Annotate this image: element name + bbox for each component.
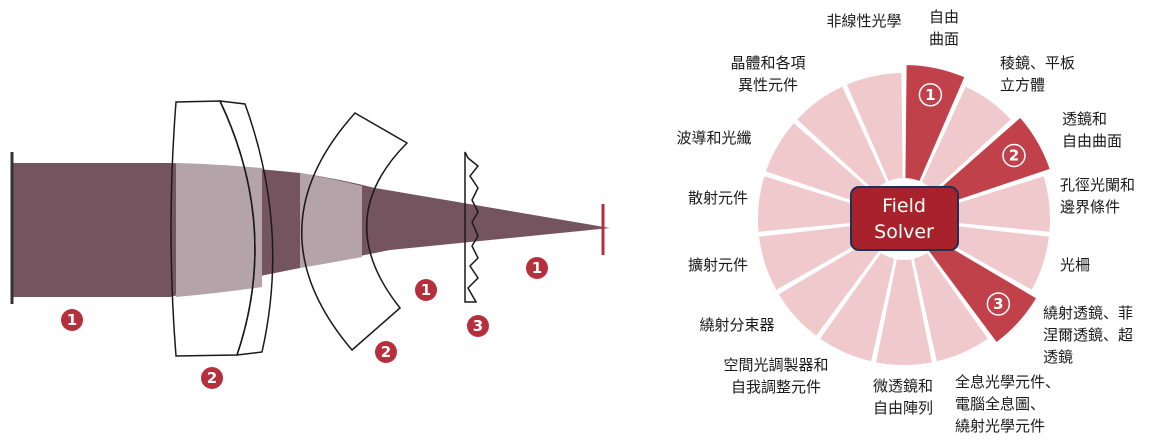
badge-number: 1 <box>532 259 542 277</box>
wheel-segment <box>911 250 991 364</box>
wheel-label-line: 散射元件 <box>688 189 748 207</box>
wheel-label: 自由曲面 <box>929 8 959 48</box>
badge-circle <box>526 257 548 279</box>
badge-number: 1 <box>421 281 431 299</box>
wheel-label-line: 波導和光纖 <box>676 129 751 147</box>
number-badge: 2 <box>375 341 397 363</box>
wheel-label-line: 自我調整元件 <box>731 378 821 396</box>
wheel-label-line: 自由 <box>929 8 959 26</box>
wheel-label-line: 晶體和各項 <box>730 54 805 72</box>
wheel-label: 光柵 <box>1060 256 1090 274</box>
wheel-label: 非線性光學 <box>826 12 901 30</box>
segment-number-badge: 1 <box>918 83 943 107</box>
wheel-label-line: 孔徑光闌和 <box>1060 176 1135 194</box>
light-beam-inside-meniscus <box>300 173 362 268</box>
wheel-label-line: 自由陣列 <box>873 399 933 417</box>
wheel-label-line: 繞射光學元件 <box>955 417 1045 435</box>
wheel-label-line: 全息光學元件、 <box>955 373 1060 391</box>
wheel-label-line: 透鏡和 <box>1062 110 1107 128</box>
wheel-segment <box>873 257 935 367</box>
badge-circle <box>918 83 943 107</box>
number-badge: 1 <box>526 257 548 279</box>
center-box <box>850 186 959 251</box>
wheel-label: 散射元件 <box>688 189 748 207</box>
wheel-label-line: 透鏡 <box>1043 348 1073 366</box>
meniscus-lens <box>301 112 409 352</box>
wheel-labels: 自由曲面稜鏡、平板立方體透鏡和自由曲面孔徑光闌和邊界條件光柵繞射透鏡、菲涅爾透鏡… <box>676 8 1135 435</box>
wheel-segment <box>919 84 1014 194</box>
badge-circle <box>415 279 437 301</box>
badge-circle <box>375 341 397 363</box>
badge-number: 2 <box>1009 147 1019 165</box>
badge-number: 3 <box>993 295 1003 313</box>
wheel-label-line: 非線性光學 <box>826 12 901 30</box>
wheel-label-line: 涅爾透鏡、超 <box>1043 326 1133 344</box>
wheel-label-line: 繞射分束器 <box>699 316 774 334</box>
field-solver-wheel: 1 2 3 <box>756 62 1053 367</box>
badge-circle <box>201 367 223 389</box>
badge-circle <box>1002 143 1026 168</box>
wheel-label-line: 微透鏡和 <box>873 377 933 395</box>
wheel-label-line: 空間光調製器和 <box>723 356 828 374</box>
wheel-label: 波導和光纖 <box>676 129 751 147</box>
diffractive-element <box>464 151 480 303</box>
badge-circle <box>467 315 489 337</box>
wheel-label-line: 異性元件 <box>738 76 798 94</box>
wheel-segment <box>817 250 897 364</box>
number-badge: 1 <box>415 279 437 301</box>
segment-number-badge: 2 <box>1002 143 1026 168</box>
wheel-label: 繞射分束器 <box>699 316 774 334</box>
wheel-label-line: 光柵 <box>1060 256 1090 274</box>
wheel-label-line: 曲面 <box>929 30 959 48</box>
doublet-lens-second-element <box>218 100 274 356</box>
wheel-label-line: 自由曲面 <box>1062 132 1122 150</box>
wheel-label: 全息光學元件、電腦全息圖、繞射光學元件 <box>955 373 1060 435</box>
field-solver-center: Field Solver <box>850 186 959 251</box>
badge-circle <box>61 309 83 331</box>
number-badge: 1 <box>61 309 83 331</box>
wheel-label-line: 立方體 <box>1000 76 1045 94</box>
center-label-line1: Field <box>882 195 926 217</box>
badge-number: 2 <box>207 369 217 387</box>
center-label-line2: Solver <box>874 221 934 243</box>
wheel-label-line: 稜鏡、平板 <box>1000 54 1075 72</box>
wheel-label-line: 擴射元件 <box>688 256 748 274</box>
badge-number: 3 <box>473 317 483 335</box>
number-badge: 2 <box>201 367 223 389</box>
badge-number: 1 <box>925 86 935 104</box>
wheel-label-line: 邊界條件 <box>1060 198 1120 216</box>
badge-number: 2 <box>381 343 391 361</box>
optics-badges: 1 2 2 1 3 1 <box>61 257 548 389</box>
wheel-label-line: 繞射透鏡、菲 <box>1043 304 1133 322</box>
optical-system: 1 2 2 1 3 1 <box>10 100 610 389</box>
badge-circle <box>986 292 1011 316</box>
wheel-label-line: 電腦全息圖、 <box>955 395 1045 413</box>
segment-number-badge: 3 <box>986 292 1011 316</box>
wheel-label: 擴射元件 <box>688 256 748 274</box>
wheel-segment <box>844 70 905 184</box>
number-badge: 3 <box>467 315 489 337</box>
badge-number: 1 <box>67 311 77 329</box>
light-beam-inside-lens <box>176 163 262 297</box>
